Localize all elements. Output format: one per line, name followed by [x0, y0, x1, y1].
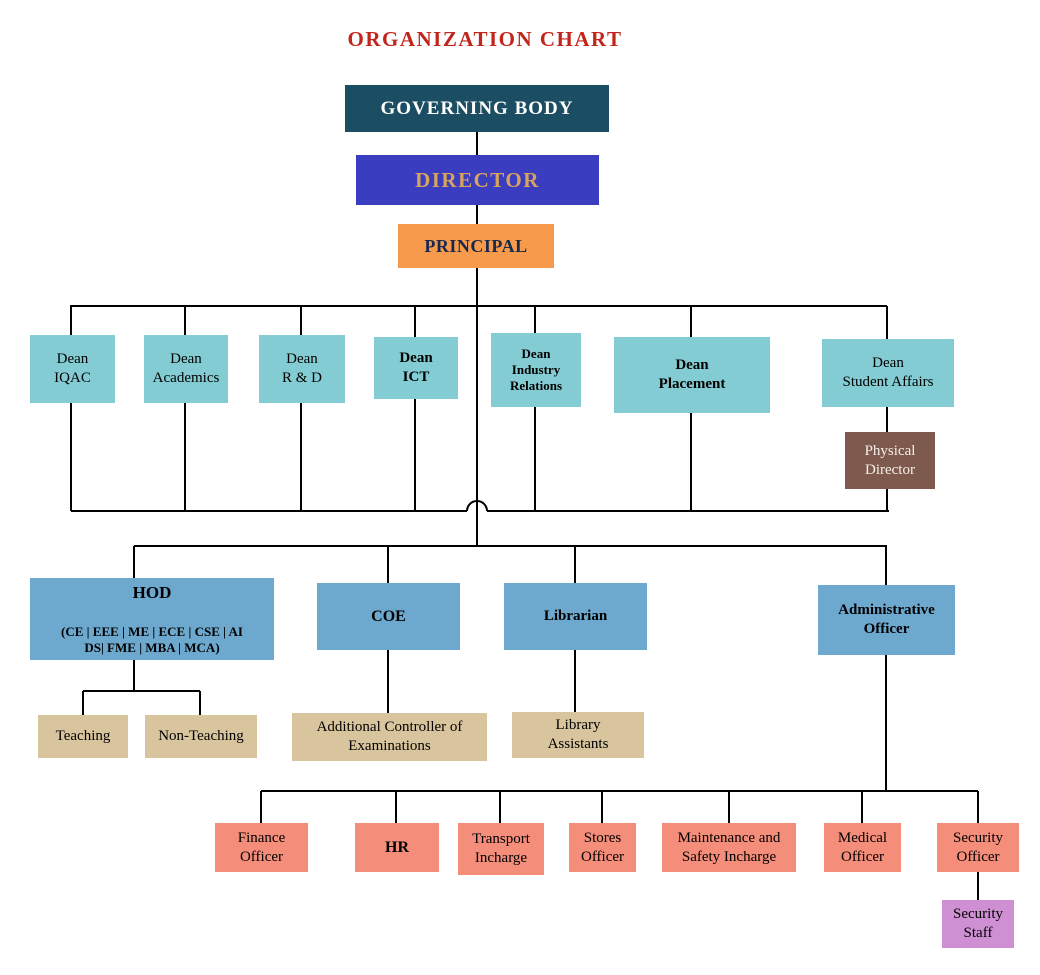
physical-director-box: Physical Director — [845, 432, 935, 489]
hod-subtitle: (CE | EEE | ME | ECE | CSE | AI DS| FME … — [61, 623, 243, 655]
medical-officer-box: Medical Officer — [824, 823, 901, 872]
transport-incharge-box: Transport Incharge — [458, 823, 544, 875]
maintenance-incharge-box: Maintenance and Safety Incharge — [662, 823, 796, 872]
dean-industry-relations-box: Dean Industry Relations — [491, 333, 581, 407]
dean-ict-box: Dean ICT — [374, 337, 458, 399]
library-assistants-box: Library Assistants — [512, 712, 644, 758]
hr-box: HR — [355, 823, 439, 872]
dean-iqac-box: Dean IQAC — [30, 335, 115, 403]
additional-controller-box: Additional Controller of Examinations — [292, 713, 487, 761]
hod-box: HOD (CE | EEE | ME | ECE | CSE | AI DS| … — [30, 578, 274, 660]
security-staff-box: Security Staff — [942, 900, 1014, 948]
coe-box: COE — [317, 583, 460, 650]
administrative-officer-box: Administrative Officer — [818, 585, 955, 655]
hod-title: HOD — [132, 582, 172, 602]
teaching-box: Teaching — [38, 715, 128, 758]
dean-placement-box: Dean Placement — [614, 337, 770, 413]
director-box: DIRECTOR — [356, 155, 599, 205]
security-officer-box: Security Officer — [937, 823, 1019, 872]
line-jump-arc — [466, 500, 488, 512]
page-title: ORGANIZATION CHART — [347, 26, 623, 51]
governing-body-box: GOVERNING BODY — [345, 85, 609, 132]
dean-r-and-d-box: Dean R & D — [259, 335, 345, 403]
non-teaching-box: Non-Teaching — [145, 715, 257, 758]
dean-academics-box: Dean Academics — [144, 335, 228, 403]
dean-student-affairs-box: Dean Student Affairs — [822, 339, 954, 407]
finance-officer-box: Finance Officer — [215, 823, 308, 872]
principal-box: PRINCIPAL — [398, 224, 554, 268]
stores-officer-box: Stores Officer — [569, 823, 636, 872]
librarian-box: Librarian — [504, 583, 647, 650]
